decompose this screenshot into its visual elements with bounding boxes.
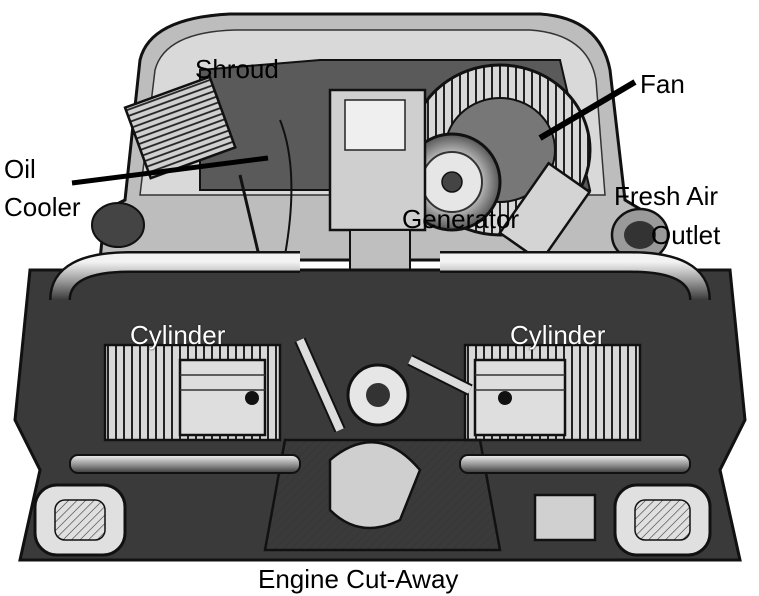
valve-cover-right	[613, 483, 712, 557]
left-cylinder	[103, 343, 282, 442]
left-cylinder-label: Cylinder	[130, 320, 226, 350]
fan-leader-line	[538, 79, 637, 141]
oil-cooler-label-line2: Cooler	[4, 192, 81, 222]
oil-cooler-leader-line	[71, 155, 269, 186]
fresh-air-outlet	[498, 161, 670, 264]
pushrod-tubes	[69, 454, 691, 474]
right-cylinder	[463, 343, 642, 442]
crankcase-cutaway	[263, 337, 502, 552]
right-cylinder-label: Cylinder	[510, 320, 606, 350]
engine-cutaway-caption: Engine Cut-Away	[258, 564, 459, 594]
fan-label: Fan	[640, 69, 685, 99]
generator-pulley	[402, 132, 502, 232]
shroud-label: Shroud	[195, 54, 279, 84]
oil-cooler	[91, 75, 237, 248]
fresh-air-label-line2: Outlet	[651, 220, 721, 250]
valve-cover-left	[33, 483, 127, 557]
oil-strainer	[533, 493, 597, 542]
oil-cooler-label-line1: Oil	[4, 154, 36, 184]
generator-label: Generator	[402, 204, 520, 234]
fresh-air-label-line1: Fresh Air	[614, 181, 719, 211]
